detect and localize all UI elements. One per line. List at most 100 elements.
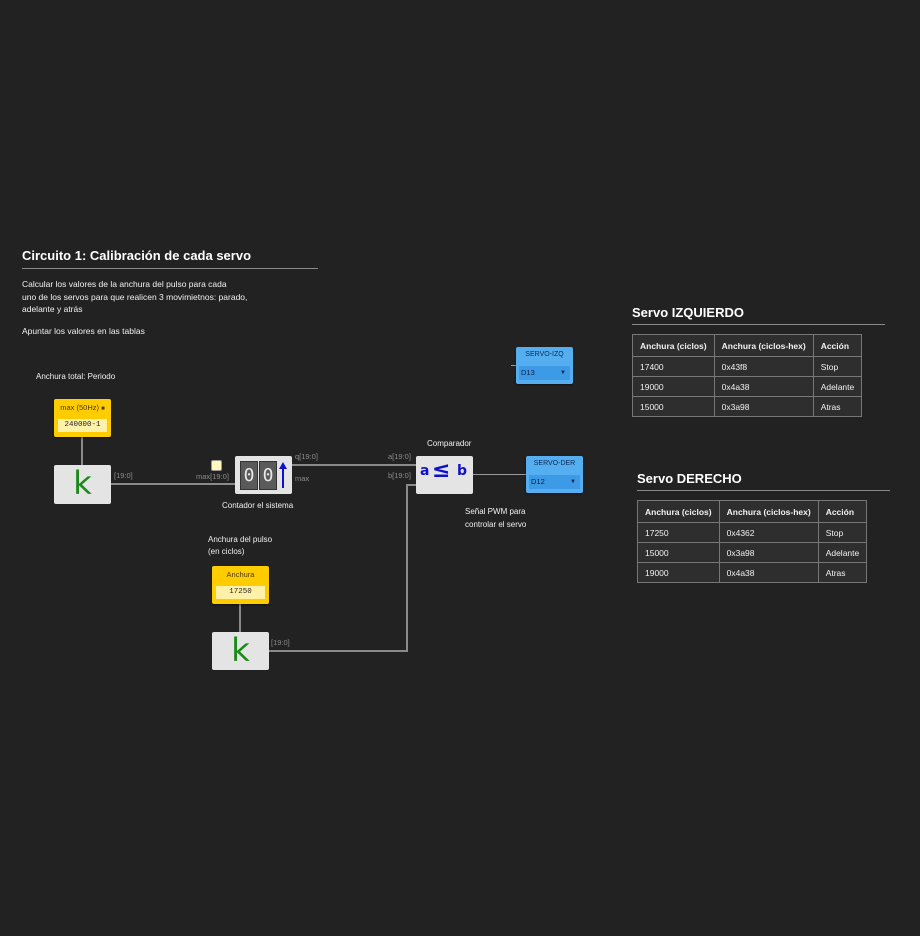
counter-max-output-port: max <box>295 474 310 483</box>
table-row: 15000 0x3a98 Adelante <box>637 542 868 563</box>
period-constant-label: max (50Hz) ■ <box>54 403 111 412</box>
table-header-cell: Acción <box>812 334 863 357</box>
comparator-symbol-a: a <box>420 463 430 479</box>
wire <box>511 365 516 366</box>
table-cell: 17400 <box>632 356 715 377</box>
pwm-caption-line: controlar el servo <box>465 519 527 529</box>
table-cell: 19000 <box>637 562 720 583</box>
pulse-output-port: [19:0] <box>271 638 290 647</box>
wire <box>406 484 408 652</box>
table-row: 15000 0x3a98 Atras <box>632 396 863 417</box>
servo-izq-pin[interactable]: SERVO-IZQ D13 ▼ <box>516 347 573 384</box>
wire <box>111 483 235 485</box>
table-cell: 0x4a38 <box>713 376 814 397</box>
pulse-constant-k-block[interactable]: k <box>212 632 269 670</box>
servo-izq-pin-label: SERVO-IZQ <box>525 351 564 358</box>
table-header-cell: Anchura (ciclos-hex) <box>713 334 814 357</box>
table-cell: 15000 <box>637 542 720 563</box>
k-icon: k <box>73 464 92 502</box>
up-arrow-icon <box>279 462 287 488</box>
table-cell: 0x3a98 <box>718 542 819 563</box>
period-output-port: [19:0] <box>114 471 133 480</box>
table-row: 19000 0x4a38 Adelante <box>632 376 863 397</box>
period-constant-k-block[interactable]: k <box>54 465 111 504</box>
caret-down-icon: ▼ <box>570 479 576 485</box>
table-cell: Stop <box>817 522 868 543</box>
wire <box>292 464 416 466</box>
pwm-caption-line: Señal PWM para <box>465 507 526 516</box>
table-cell: Atras <box>812 396 863 417</box>
counter-max-input-port: max[19:0] <box>196 472 229 481</box>
wire <box>406 484 416 486</box>
counter-digit: 0 <box>259 461 277 490</box>
pulse-caption-line: Anchura del pulso <box>208 535 273 544</box>
comparator-block[interactable]: a ≤ b <box>416 456 473 494</box>
servo-izq-table: Anchura (ciclos) Anchura (ciclos-hex) Ac… <box>632 334 863 417</box>
table-header-cell: Acción <box>817 500 868 523</box>
table-row: 19000 0x4a38 Atras <box>637 562 868 583</box>
period-constant-value[interactable]: 240000-1 <box>58 419 107 432</box>
table-izq-underline <box>632 324 885 325</box>
table-cell: Adelante <box>812 376 863 397</box>
circuit-description: Calcular los valores de la anchura del p… <box>22 278 247 316</box>
table-cell: 19000 <box>632 376 715 397</box>
comparator-symbol-b: b <box>457 463 468 479</box>
servo-izq-pin-select[interactable]: D13 ▼ <box>519 366 570 380</box>
wire <box>81 437 83 465</box>
pulse-caption: Anchura del pulso (en ciclos) <box>208 534 272 558</box>
period-constant-name: max (50Hz) <box>60 403 100 412</box>
table-header-row: Anchura (ciclos) Anchura (ciclos-hex) Ac… <box>637 500 868 523</box>
pulse-caption-line: (en ciclos) <box>208 547 245 556</box>
pwm-caption: Señal PWM para controlar el servo <box>465 506 526 531</box>
table-header-cell: Anchura (ciclos-hex) <box>718 500 819 523</box>
wire <box>269 650 408 652</box>
servo-der-table: Anchura (ciclos) Anchura (ciclos-hex) Ac… <box>637 500 868 583</box>
table-cell: Atras <box>817 562 868 583</box>
table-cell: 15000 <box>632 396 715 417</box>
description-line: Calcular los valores de la anchura del p… <box>22 279 227 289</box>
servo-izq-pin-value: D13 <box>521 368 535 377</box>
counter-digit: 0 <box>240 461 258 490</box>
counter-block[interactable]: 0 0 <box>235 456 292 494</box>
wire <box>473 474 526 475</box>
table-cell: 0x3a98 <box>713 396 814 417</box>
servo-der-pin-select[interactable]: D12 ▼ <box>529 475 580 489</box>
servo-der-pin-value: D12 <box>531 477 545 486</box>
pulse-width-constant-value[interactable]: 17250 <box>216 586 265 599</box>
k-icon: k <box>231 631 250 669</box>
counter-reset-checkbox[interactable] <box>211 460 222 471</box>
table-row: 17400 0x43f8 Stop <box>632 356 863 377</box>
table-row: 17250 0x4362 Stop <box>637 522 868 543</box>
comparator-b-port: b[19:0] <box>388 471 411 480</box>
pulse-width-constant-label: Anchura <box>226 570 255 579</box>
table-cell: 0x4362 <box>718 522 819 543</box>
circuit-title: Circuito 1: Calibración de cada servo <box>22 248 252 263</box>
servo-der-pin-label: SERVO-DER <box>533 460 576 467</box>
description-line: adelante y atrás <box>22 304 83 314</box>
description-line: uno de los servos para que realicen 3 mo… <box>22 291 248 302</box>
table-cell: Adelante <box>817 542 868 563</box>
period-caption: Anchura total: Periodo <box>36 372 116 381</box>
table-cell: 17250 <box>637 522 720 543</box>
comparator-a-port: a[19:0] <box>388 452 411 461</box>
table-der-underline <box>637 490 890 491</box>
table-der-title: Servo DERECHO <box>637 471 742 486</box>
less-equal-icon: ≤ <box>432 458 451 483</box>
table-izq-title: Servo IZQUIERDO <box>632 305 744 320</box>
wire <box>239 603 241 632</box>
table-header-cell: Anchura (ciclos) <box>637 500 720 523</box>
circuit-note: Apuntar los valores en las tablas <box>22 326 145 336</box>
table-header-cell: Anchura (ciclos) <box>632 334 715 357</box>
counter-q-port: q[19:0] <box>295 452 318 461</box>
table-cell: 0x4a38 <box>718 562 819 583</box>
counter-caption: Contador el sistema <box>222 501 294 510</box>
period-constant[interactable]: max (50Hz) ■ 240000-1 <box>54 399 111 437</box>
title-underline <box>22 268 318 269</box>
servo-der-pin[interactable]: SERVO-DER D12 ▼ <box>526 456 583 493</box>
pulse-width-constant[interactable]: Anchura 17250 <box>212 566 269 604</box>
table-cell: 0x43f8 <box>713 356 814 377</box>
caret-down-icon: ▼ <box>560 370 566 376</box>
table-cell: Stop <box>812 356 863 377</box>
table-header-row: Anchura (ciclos) Anchura (ciclos-hex) Ac… <box>632 334 863 357</box>
lock-icon: ■ <box>101 406 105 412</box>
